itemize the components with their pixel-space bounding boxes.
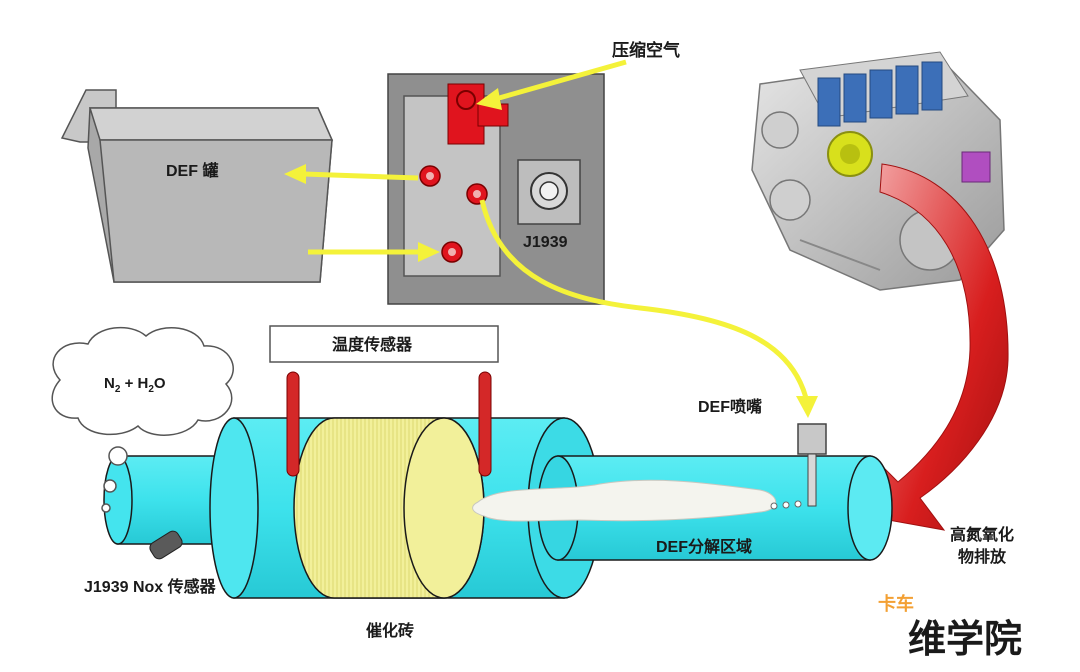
h2o-subscript: 2 (148, 384, 154, 395)
def-return-arrow (303, 171, 419, 181)
high-nox-label-line1: 高氮氧化 (950, 525, 1014, 544)
def-nozzle (797, 423, 827, 455)
engine-cylinder-5 (921, 61, 943, 111)
decomposition-zone-label: DEF分解区域 (656, 537, 752, 556)
def-nozzle-tip (807, 453, 817, 507)
def-spray-droplet-2 (782, 501, 790, 509)
o-symbol: O (154, 375, 166, 392)
temp-sensor-probe-right (478, 371, 492, 477)
def-spray-droplet-1 (770, 502, 778, 510)
high-nox-label-line2: 物排放 (958, 547, 1007, 566)
def-return-arrowhead (284, 164, 306, 184)
scr-catalyst-assembly (103, 417, 893, 599)
def-tank-top (88, 107, 334, 141)
engine-cylinder-3 (869, 69, 893, 119)
plus-h-symbol: + H (120, 375, 148, 392)
def-tank-label: DEF 罐 (166, 161, 218, 180)
emission-bubble-2 (103, 479, 117, 493)
temp-sensor-label: 温度传感器 (331, 335, 413, 354)
n2-symbol: N (104, 375, 115, 392)
nox-sensor (149, 530, 183, 560)
def-spray-droplet-3 (794, 500, 802, 508)
compressed-air-label: 压缩空气 (612, 40, 680, 60)
engine-cylinder-head (817, 61, 943, 127)
def-supply-port-hole (448, 248, 456, 256)
emission-output-cloud: N2 + H2O (51, 326, 234, 513)
emission-bubble-3 (101, 503, 111, 513)
catalyst-brick-face (403, 417, 485, 599)
def-dosing-arrowhead (796, 396, 818, 418)
n2-subscript: 2 (115, 384, 121, 395)
air-inlet-port (456, 90, 476, 110)
def-spray-cloud (472, 479, 777, 522)
temp-sensor-label-box (269, 325, 499, 363)
catalyst-label: 催化砖 (366, 621, 414, 640)
engine-cylinder-1 (817, 77, 841, 127)
def-supply-arrowhead (418, 242, 440, 262)
def-tank-front (99, 139, 333, 283)
def-return-port-hole (426, 172, 434, 180)
j1939-connector-pin (539, 181, 559, 201)
decomposition-pipe-inlet (847, 455, 893, 561)
engine-cylinder-4 (895, 65, 919, 115)
j1939-label: J1939 (523, 234, 568, 251)
engine-oil-pan-line (799, 239, 881, 271)
engine-cylinder-2 (843, 73, 867, 123)
emission-cloud-shape (51, 326, 234, 436)
exhaust-flow-arrow (877, 163, 1009, 531)
def-nozzle-label: DEF喷嘴 (698, 397, 762, 416)
watermark-large: 维学院 (908, 618, 1022, 661)
compressed-air-arrow (491, 59, 627, 103)
engine-pulley-1 (761, 111, 799, 149)
outlet-pipe-end (103, 455, 133, 545)
turbocharger-hub (840, 144, 860, 164)
def-outlet-port-hole (473, 190, 481, 198)
engine-module-purple (961, 151, 991, 183)
compressed-air-arrowhead (476, 88, 502, 110)
watermark-small: 卡车 (878, 593, 914, 614)
catalyst-housing-left-end (209, 417, 259, 599)
emission-bubble-1 (108, 446, 128, 466)
def-tank: DEF 罐 (60, 89, 334, 283)
nox-sensor-label: J1939 Nox 传感器 (84, 577, 217, 596)
def-dosing-line (479, 199, 809, 399)
n2-h2o-label: N2 + H2O (104, 375, 166, 395)
engine-pulley-2 (769, 179, 811, 221)
temp-sensor-probe-left (286, 371, 300, 477)
